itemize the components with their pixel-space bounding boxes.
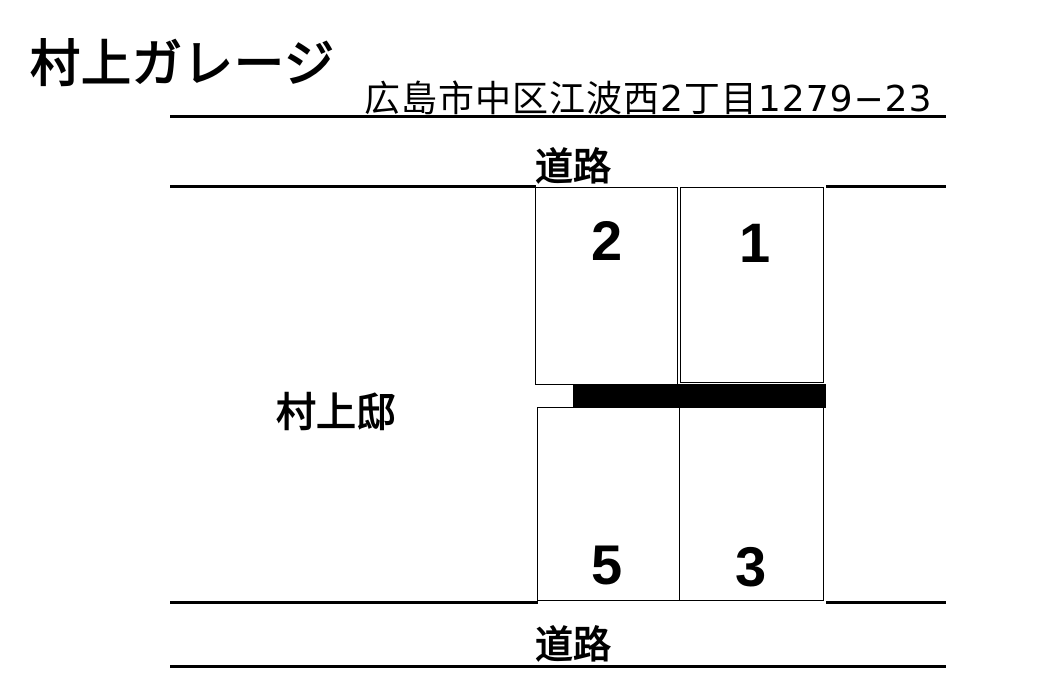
parking-space-2: 2 [535,187,678,385]
parking-space-number: 3 [735,535,767,598]
road-top-label: 道路 [535,145,612,189]
address-text: 広島市中区江波西2丁目1279−23 [364,79,933,120]
parking-space-number: 1 [739,211,771,274]
parking-space-5: 5 [537,407,680,601]
divider-bar [573,384,826,408]
estate-label: 村上邸 [276,390,396,436]
parking-space-number: 5 [591,533,623,596]
road-top-upper-line [170,115,946,118]
parking-space-number: 2 [591,209,623,272]
road-bottom-upper-line-right [826,601,946,604]
parking-space-3: 3 [679,407,824,601]
road-bottom-label: 道路 [535,623,612,667]
road-top-lower-line-right [826,185,946,188]
parking-space-1: 1 [680,187,824,383]
road-bottom-lower-line [170,665,946,668]
road-top-lower-line-left [170,185,536,188]
page-title: 村上ガレージ [30,35,335,93]
road-bottom-upper-line-left [170,601,538,604]
